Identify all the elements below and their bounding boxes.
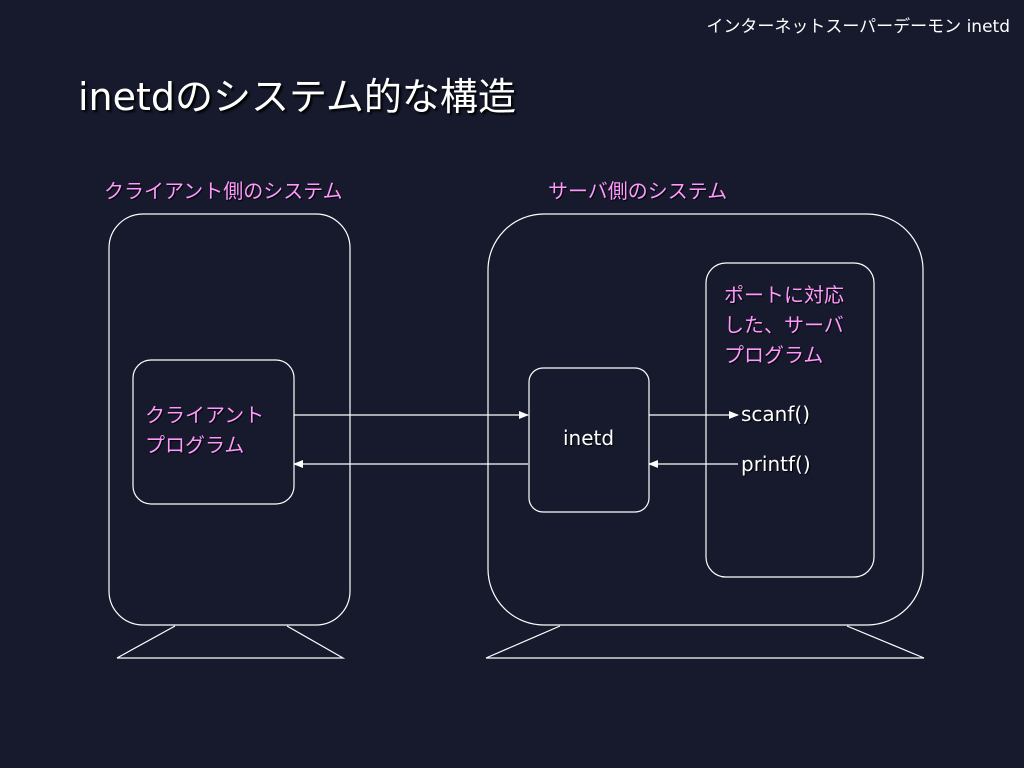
server-program-label-line-2: した、サーバ — [724, 313, 844, 337]
server-program-label-line-1: ポートに対応 — [724, 283, 844, 307]
inetd-box — [528, 367, 650, 513]
header-title: インターネットスーパーデーモン inetd — [706, 17, 1010, 37]
inetd-label: inetd — [563, 426, 615, 450]
client-program-label-line-2: プログラム — [145, 433, 245, 457]
slide-title: inetdのシステム的な構造 — [78, 75, 516, 119]
client-program-label: クライアント プログラム — [145, 400, 264, 460]
server-program-label: ポートに対応 した、サーバ プログラム — [724, 280, 844, 370]
server-program-label-line-3: プログラム — [724, 343, 824, 367]
client-system-label: クライアント側のシステム — [104, 179, 343, 203]
server-system-box — [487, 213, 924, 626]
client-system-stand — [116, 625, 346, 659]
scanf-label: scanf() — [741, 402, 810, 426]
printf-label: printf() — [741, 452, 811, 476]
server-system-label: サーバ側のシステム — [548, 179, 728, 203]
server-system-stand — [485, 625, 925, 659]
server-program-box — [705, 262, 875, 578]
client-program-box — [132, 359, 295, 505]
client-program-label-line-1: クライアント — [145, 403, 265, 427]
client-system-box — [108, 213, 351, 626]
